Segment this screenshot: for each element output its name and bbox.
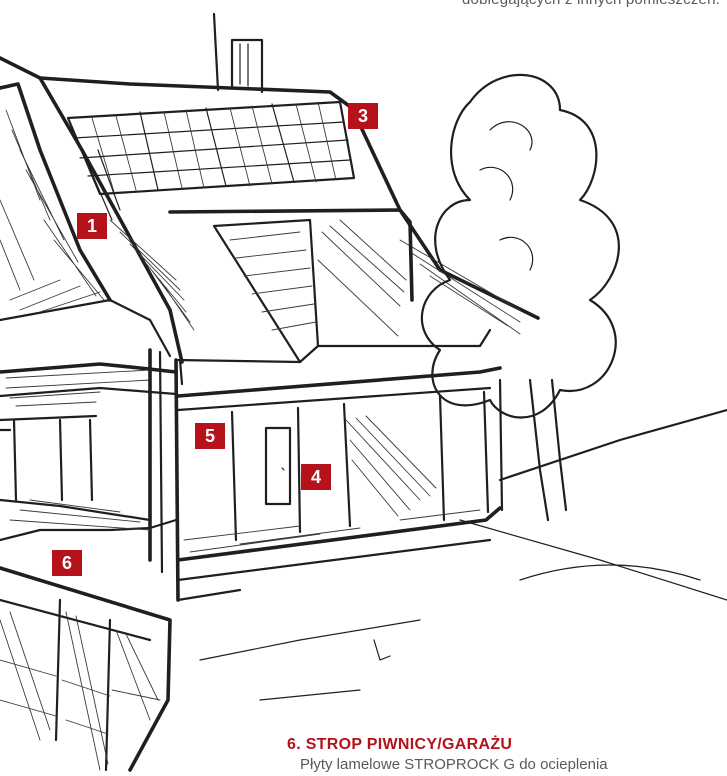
marker-6: 6 xyxy=(52,550,82,576)
chimney xyxy=(214,14,262,92)
left-gable xyxy=(0,84,150,320)
section-body: Płyty lamelowe STROPROCK G do ocieplenia xyxy=(300,756,727,773)
dormer xyxy=(170,210,412,362)
solar-panels xyxy=(68,102,354,194)
marker-3: 3 xyxy=(348,103,378,129)
tree xyxy=(422,75,619,520)
ground-floor xyxy=(178,380,502,600)
marker-5: 5 xyxy=(195,423,225,449)
section-heading: 6. STROP PIWNICY/GARAŻU xyxy=(287,736,512,754)
marker-4: 4 xyxy=(301,464,331,490)
top-caption: dobiegających z innych pomieszczeń. xyxy=(300,0,720,8)
fence xyxy=(0,568,170,770)
ground xyxy=(200,410,727,700)
marker-1: 1 xyxy=(77,213,107,239)
